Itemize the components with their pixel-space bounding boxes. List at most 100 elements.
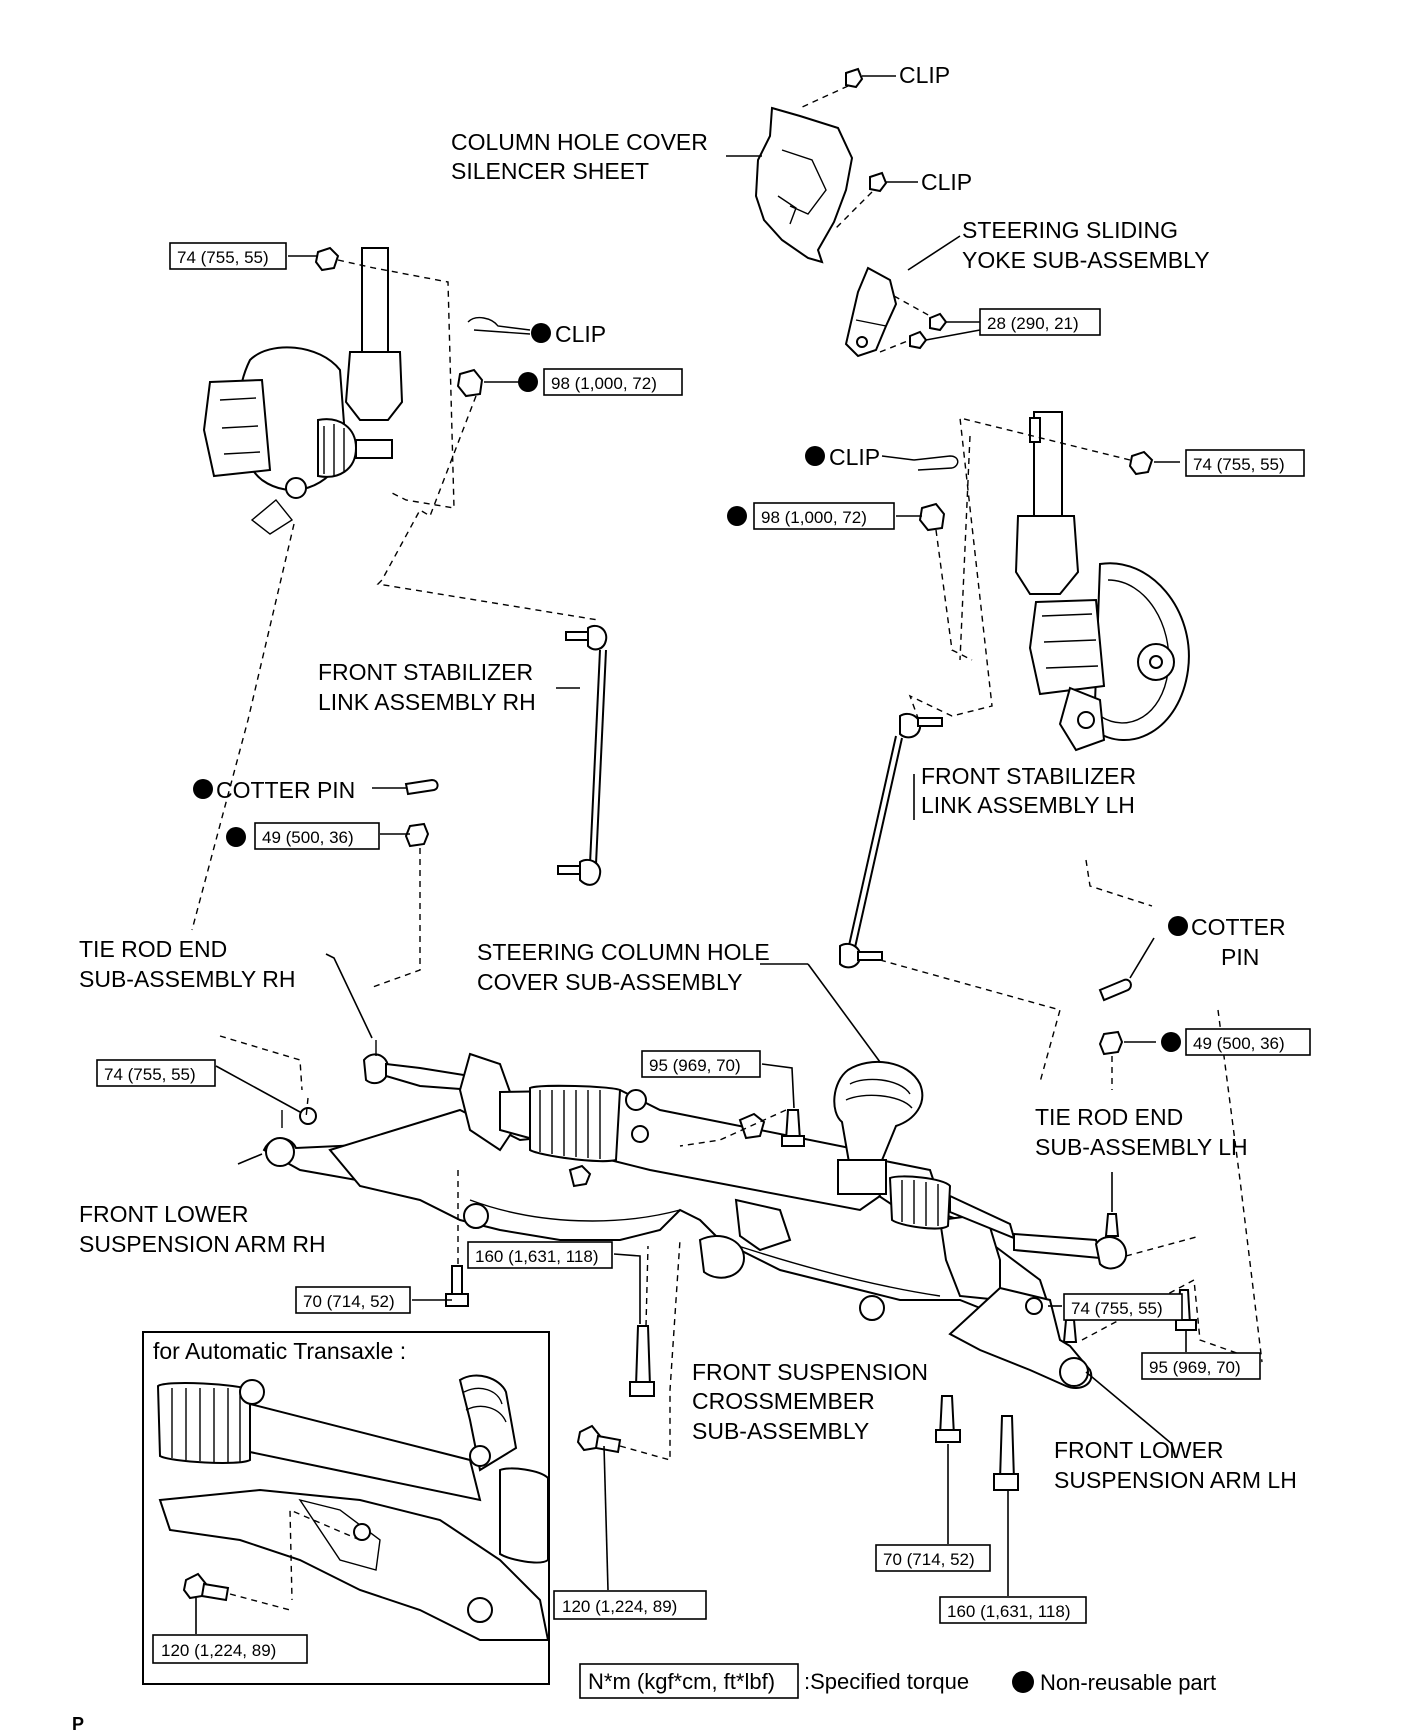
nonreusable-dot-clip-lh: [805, 446, 825, 466]
nonreusable-dot-tierod-lh: [1161, 1032, 1181, 1052]
label-crossmember-3: SUB-ASSEMBLY: [692, 1418, 869, 1444]
torque-arm-rh: 74 (755, 55): [96, 1059, 216, 1087]
svg-text:28 (290, 21): 28 (290, 21): [987, 314, 1079, 333]
silencer-sheet-icon: [754, 106, 854, 264]
svg-text:95 (969, 70): 95 (969, 70): [649, 1056, 741, 1075]
torque-yoke: 28 (290, 21): [979, 308, 1101, 336]
label-clip-mid: CLIP: [921, 169, 972, 195]
nut-tierod-rh-icon: [404, 822, 430, 848]
clip-lh-icon: [913, 455, 959, 471]
svg-text:160 (1,631, 118): 160 (1,631, 118): [947, 1602, 1071, 1621]
svg-text:74 (755, 55): 74 (755, 55): [1193, 455, 1285, 474]
label-tie-rod-lh-1: TIE ROD END: [1035, 1104, 1183, 1130]
nonreusable-dot-stab-rh: [518, 372, 538, 392]
page-mark: P: [72, 1714, 84, 1734]
torque-bolt-lh: 70 (714, 52): [875, 1544, 991, 1572]
torque-bolt-rh: 70 (714, 52): [295, 1286, 411, 1314]
svg-text:98 (1,000, 72): 98 (1,000, 72): [761, 508, 867, 527]
torque-rack: 95 (969, 70): [641, 1050, 761, 1078]
svg-text:120 (1,224, 89): 120 (1,224, 89): [562, 1597, 677, 1616]
bolt-70-rh-icon: [445, 1265, 469, 1307]
torque-rear-lh: 160 (1,631, 118): [939, 1596, 1087, 1624]
nonreusable-dot-stab-lh: [727, 506, 747, 526]
nut-strut-lh-icon: [1128, 450, 1154, 476]
inset-automatic-transaxle: for Automatic Transaxle : 120 (1,224, 89…: [142, 1331, 550, 1685]
bolt-rack-rh-icon: [781, 1109, 805, 1147]
nonreusable-dot-tierod-rh: [226, 827, 246, 847]
nonreusable-dot-clip-rh: [531, 323, 551, 343]
sliding-yoke-icon: [844, 266, 948, 358]
torque-rack-lh: 95 (969, 70): [1141, 1352, 1261, 1380]
nonreusable-dot-cotter-rh: [193, 779, 213, 799]
label-column-hole-cover-1: COLUMN HOLE COVER: [451, 129, 708, 155]
inset-title: for Automatic Transaxle :: [153, 1338, 406, 1364]
bolt-160-lh-icon: [993, 1415, 1019, 1491]
cotter-pin-lh-icon: [1098, 978, 1132, 1002]
cotter-pin-rh-icon: [372, 778, 439, 796]
legend-dot-icon: [1012, 1671, 1034, 1693]
nut-stab-lh-top-icon: [918, 502, 946, 532]
torque-strut-lh: 74 (755, 55): [1185, 449, 1305, 477]
legend: N*m (kgf*cm, ft*lbf) :Specified torque N…: [579, 1663, 1216, 1699]
label-crossmember-1: FRONT SUSPENSION: [692, 1359, 928, 1385]
nut-tierod-lh-icon: [1098, 1030, 1124, 1056]
torque-tierod-rh: 49 (500, 36): [254, 822, 380, 850]
legend-unit-box: N*m (kgf*cm, ft*lbf): [588, 1669, 775, 1694]
tie-rod-end-rh-icon: [362, 1040, 476, 1092]
label-tie-rod-lh-2: SUB-ASSEMBLY LH: [1035, 1134, 1248, 1160]
legend-unit-text: :Specified torque: [804, 1669, 969, 1694]
torque-arm-lh: 74 (755, 55): [1063, 1293, 1183, 1321]
svg-text:160 (1,631, 118): 160 (1,631, 118): [475, 1247, 599, 1266]
torque-stab-rh-top: 98 (1,000, 72): [543, 368, 683, 396]
label-stab-rh-2: LINK ASSEMBLY RH: [318, 689, 536, 715]
label-column-hole-cover-sub-1: STEERING COLUMN HOLE: [477, 939, 770, 965]
label-column-hole-cover-sub-2: COVER SUB-ASSEMBLY: [477, 969, 742, 995]
nut-strut-rh-icon: [314, 246, 340, 272]
label-column-hole-cover-2: SILENCER SHEET: [451, 158, 649, 184]
strut-knuckle-lh-icon: [1014, 411, 1190, 752]
label-clip-lh: CLIP: [829, 444, 880, 470]
clip-mid-icon: [869, 171, 918, 193]
svg-text:74 (755, 55): 74 (755, 55): [1071, 1299, 1163, 1318]
torque-stab-lh-top: 98 (1,000, 72): [753, 502, 895, 530]
strut-knuckle-rh-icon: [202, 247, 404, 535]
bolt-160-rh-icon: [629, 1325, 655, 1397]
torque-tierod-lh: 49 (500, 36): [1185, 1028, 1311, 1056]
torque-rear-rh: 160 (1,631, 118): [467, 1241, 613, 1269]
nonreusable-dot-cotter-lh: [1168, 916, 1188, 936]
bolt-120-mid-icon: [576, 1424, 622, 1454]
torque-inset: 120 (1,224, 89): [161, 1641, 276, 1660]
label-lower-arm-rh-2: SUSPENSION ARM RH: [79, 1231, 326, 1257]
stab-link-rh-icon: [557, 624, 608, 886]
svg-text:74 (755, 55): 74 (755, 55): [177, 248, 269, 267]
label-cotter-rh: COTTER PIN: [216, 777, 355, 803]
label-crossmember-2: CROSSMEMBER: [692, 1388, 875, 1414]
svg-text:49 (500, 36): 49 (500, 36): [1193, 1034, 1285, 1053]
svg-text:70 (714, 52): 70 (714, 52): [303, 1292, 395, 1311]
svg-text:70 (714, 52): 70 (714, 52): [883, 1550, 975, 1569]
tie-rod-end-lh-icon: [1013, 1213, 1128, 1270]
clip-top-icon: [845, 67, 896, 89]
label-tie-rod-rh-2: SUB-ASSEMBLY RH: [79, 966, 295, 992]
label-stab-rh-1: FRONT STABILIZER: [318, 659, 533, 685]
label-cotter-lh-1: COTTER: [1191, 914, 1286, 940]
label-clip-top: CLIP: [899, 62, 950, 88]
svg-text:74 (755, 55): 74 (755, 55): [104, 1065, 196, 1084]
svg-text:95 (969, 70): 95 (969, 70): [1149, 1358, 1241, 1377]
label-clip-rh: CLIP: [555, 321, 606, 347]
torque-strut-rh: 74 (755, 55): [169, 242, 287, 270]
svg-text:49 (500, 36): 49 (500, 36): [262, 828, 354, 847]
bolt-70-lh-icon: [935, 1395, 961, 1443]
label-tie-rod-rh-1: TIE ROD END: [79, 936, 227, 962]
lower-arm-lh-icon: [948, 1286, 1093, 1389]
steering-rack-icon: [499, 1084, 1016, 1240]
torque-bolt-mid: 120 (1,224, 89): [553, 1590, 707, 1620]
label-lower-arm-lh-2: SUSPENSION ARM LH: [1054, 1467, 1297, 1493]
label-lower-arm-lh-1: FRONT LOWER: [1054, 1437, 1224, 1463]
column-hole-cover-icon: [833, 1060, 924, 1195]
label-sliding-yoke-2: YOKE SUB-ASSEMBLY: [962, 247, 1210, 273]
legend-dot-text: Non-reusable part: [1040, 1670, 1216, 1695]
label-cotter-lh-2: PIN: [1221, 944, 1259, 970]
stab-link-lh-icon: [839, 712, 943, 969]
svg-text:98 (1,000, 72): 98 (1,000, 72): [551, 374, 657, 393]
